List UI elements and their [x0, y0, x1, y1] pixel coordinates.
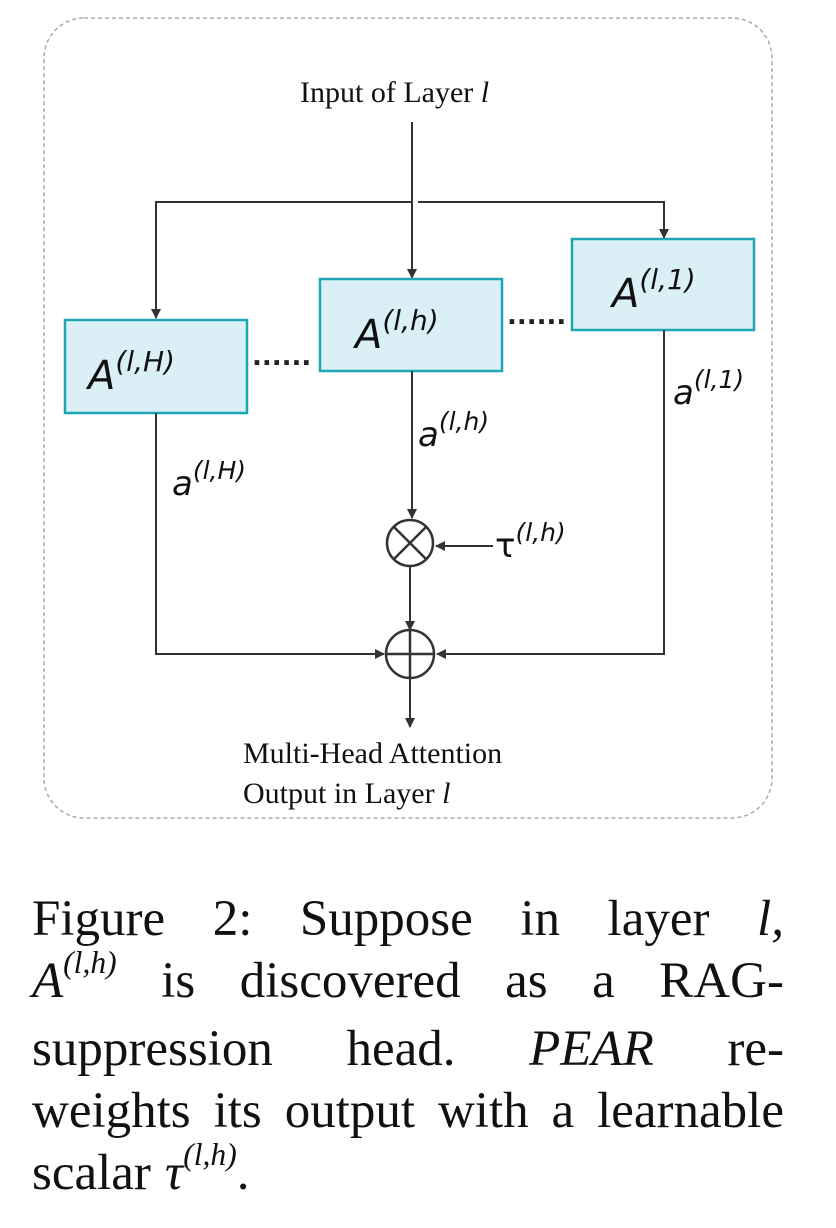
output-label: Multi-Head Attention	[243, 737, 502, 770]
caption-word: in	[520, 891, 560, 947]
caption-word: as	[505, 953, 548, 1009]
branch-left	[151, 201, 412, 319]
caption-word: re-	[727, 1021, 784, 1077]
caption-word: its	[213, 1083, 262, 1139]
caption-line-2: A(l,h) is discovered as a RAG-	[32, 945, 784, 1018]
figure-caption: Figure 2: Suppose in layer l, A(l,h) is …	[32, 888, 784, 1210]
pear-diagram: Input of Layer l A(l,H) A(l,h) A(l,1) ..…	[43, 17, 773, 819]
caption-word: discovered	[239, 953, 461, 1009]
caption-word: output	[284, 1083, 416, 1139]
sum-icon	[384, 628, 436, 680]
caption-line-1: Figure 2: Suppose in layer l,	[32, 888, 784, 950]
caption-word: RAG-	[659, 953, 784, 1009]
caption-word: head.	[346, 1021, 456, 1077]
caption-word: a	[551, 1083, 575, 1139]
multiply-icon	[385, 518, 435, 568]
caption-word: layer	[607, 891, 710, 947]
ellipsis-left: ......	[252, 342, 311, 372]
output-label-1: a(l,1)	[673, 365, 744, 413]
ellipsis-right: ......	[507, 301, 566, 331]
caption-word: a	[592, 953, 615, 1009]
caption-method-name: PEAR	[529, 1021, 654, 1077]
caption-line-5: scalar τ(l,h).	[32, 1137, 784, 1210]
input-label: Input of Layer l	[300, 76, 489, 109]
caption-word: Suppose	[299, 891, 473, 947]
output-line-H	[155, 413, 385, 659]
caption-word: learnable	[597, 1083, 784, 1139]
caption-word: is	[161, 953, 196, 1009]
svg-text:A(l,h): A(l,h)	[352, 304, 439, 358]
head-box-1: A(l,1)	[570, 237, 756, 332]
output-line-1	[436, 330, 665, 659]
head-box-h: A(l,h)	[318, 277, 504, 373]
caption-head-symbol: A(l,h)	[32, 945, 117, 1009]
svg-text:A(l,1): A(l,1)	[609, 263, 696, 317]
caption-word: scalar	[32, 1145, 151, 1201]
caption-word: l,	[757, 891, 784, 947]
caption-word: with	[437, 1083, 529, 1139]
caption-word: weights	[32, 1083, 191, 1139]
caption-line-4: weights its output with a learnable	[32, 1080, 784, 1142]
tau-label: τ(l,h)	[495, 518, 566, 566]
svg-text:A(l,H): A(l,H)	[85, 345, 175, 399]
layer-frame	[43, 17, 773, 819]
caption-word: suppression	[32, 1021, 273, 1077]
caption-word: Figure	[32, 891, 166, 947]
caption-scalar-symbol: τ(l,h).	[164, 1137, 250, 1201]
output-label-line2: Output in Layer l	[243, 777, 450, 810]
output-label-h: a(l,h)	[418, 407, 489, 455]
caption-word: 2:	[212, 891, 253, 947]
branch-right	[418, 201, 669, 239]
output-label-H: a(l,H)	[172, 456, 246, 504]
head-box-H: A(l,H)	[63, 318, 249, 415]
caption-line-3: suppression head. PEAR re-	[32, 1018, 784, 1080]
